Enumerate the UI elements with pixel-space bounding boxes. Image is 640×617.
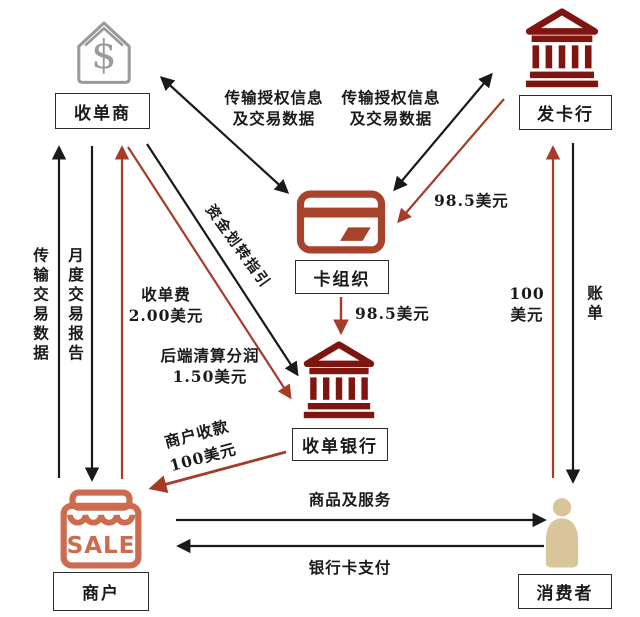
consumer-payment-label: 100 美元 <box>509 284 545 324</box>
arrow-funds-instruction <box>146 143 299 377</box>
consumer-box: 消费者 <box>518 574 612 609</box>
issuer-bank-icon <box>525 8 599 88</box>
house-dollar-icon: $ <box>77 21 131 84</box>
acquirer-box: 收单商 <box>55 93 150 129</box>
issuer-box: 发卡行 <box>519 95 612 130</box>
acquiring-fee-label: 收单费 2.00美元 <box>128 285 204 325</box>
arrow-acquirer-to-bank-red <box>127 146 292 400</box>
monthly-report-label: 月度交易报告 <box>66 247 85 364</box>
acquirer-label: 收单商 <box>74 103 131 124</box>
clearing-share-label: 后端清算分润 1.50美元 <box>160 346 260 386</box>
card-payment-label: 银行卡支付 <box>308 558 392 577</box>
arrow-issuer-fee <box>397 98 505 224</box>
merchant-label: 商户 <box>82 584 120 604</box>
consumer-person-icon <box>545 498 579 568</box>
transmit-transaction-data-label: 传输交易数据 <box>31 247 50 364</box>
card-org-label: 卡组织 <box>313 269 371 290</box>
consumer-label: 消费者 <box>536 584 594 604</box>
org-fee-label: 98.5美元 <box>355 304 430 323</box>
auth-left-label: 传输授权信息 及交易数据 <box>224 88 324 128</box>
arrow-auth-right <box>393 72 493 192</box>
svg-text:$: $ <box>91 32 116 78</box>
bill-label: 账单 <box>585 285 604 324</box>
svg-text:SALE: SALE <box>67 533 136 559</box>
acquiring-bank-box: 收单银行 <box>292 428 388 461</box>
auth-right-label: 传输授权信息 及交易数据 <box>341 88 441 128</box>
merchant-store-icon: SALE <box>60 489 142 569</box>
issuer-fee-label: 98.5美元 <box>434 191 509 210</box>
arrow-auth-left <box>159 76 290 194</box>
acquiring-bank-icon <box>303 341 375 419</box>
goods-services-label: 商品及服务 <box>308 490 392 509</box>
card-org-icon <box>296 190 386 254</box>
merchant-box: 商户 <box>53 572 149 611</box>
issuer-label: 发卡行 <box>537 105 594 125</box>
card-org-box: 卡组织 <box>295 260 389 294</box>
arrow-merchant-receipt <box>148 450 287 494</box>
acquiring-bank-label: 收单银行 <box>302 437 378 457</box>
